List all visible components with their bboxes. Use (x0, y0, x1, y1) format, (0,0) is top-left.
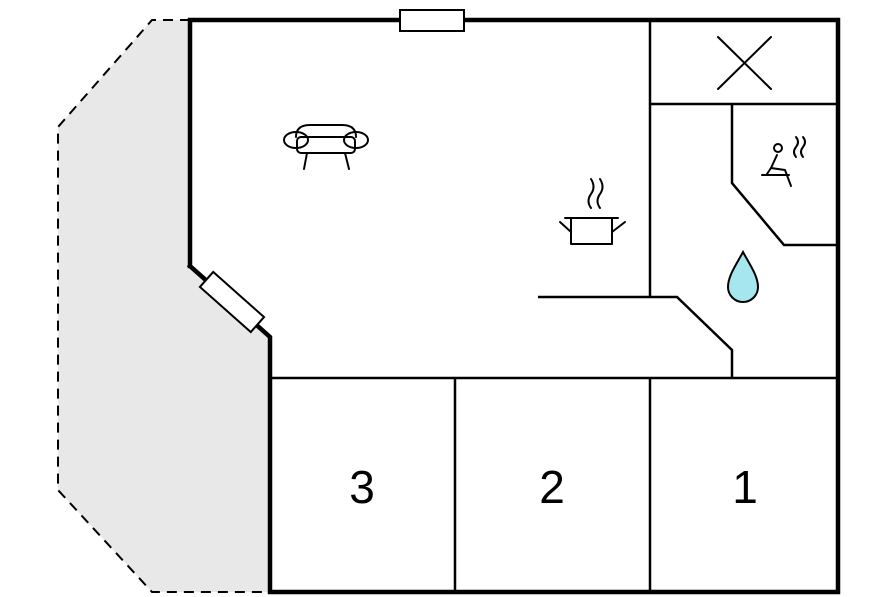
x-cross-icon (717, 36, 772, 90)
sofa-icon (283, 124, 369, 170)
sauna-icon (761, 136, 806, 187)
terrace-outline (57, 19, 270, 593)
interior-walls (270, 20, 838, 592)
room-number-1: 1 (732, 461, 758, 513)
window-top (399, 9, 465, 32)
window-diagonal (198, 270, 266, 334)
cooking-pot-icon (559, 178, 626, 245)
outer-walls (186, 17, 841, 595)
water-drop-icon (726, 249, 760, 303)
room-number-3: 3 (349, 461, 375, 513)
terrace-area (58, 20, 270, 592)
room-number-2: 2 (539, 461, 565, 513)
